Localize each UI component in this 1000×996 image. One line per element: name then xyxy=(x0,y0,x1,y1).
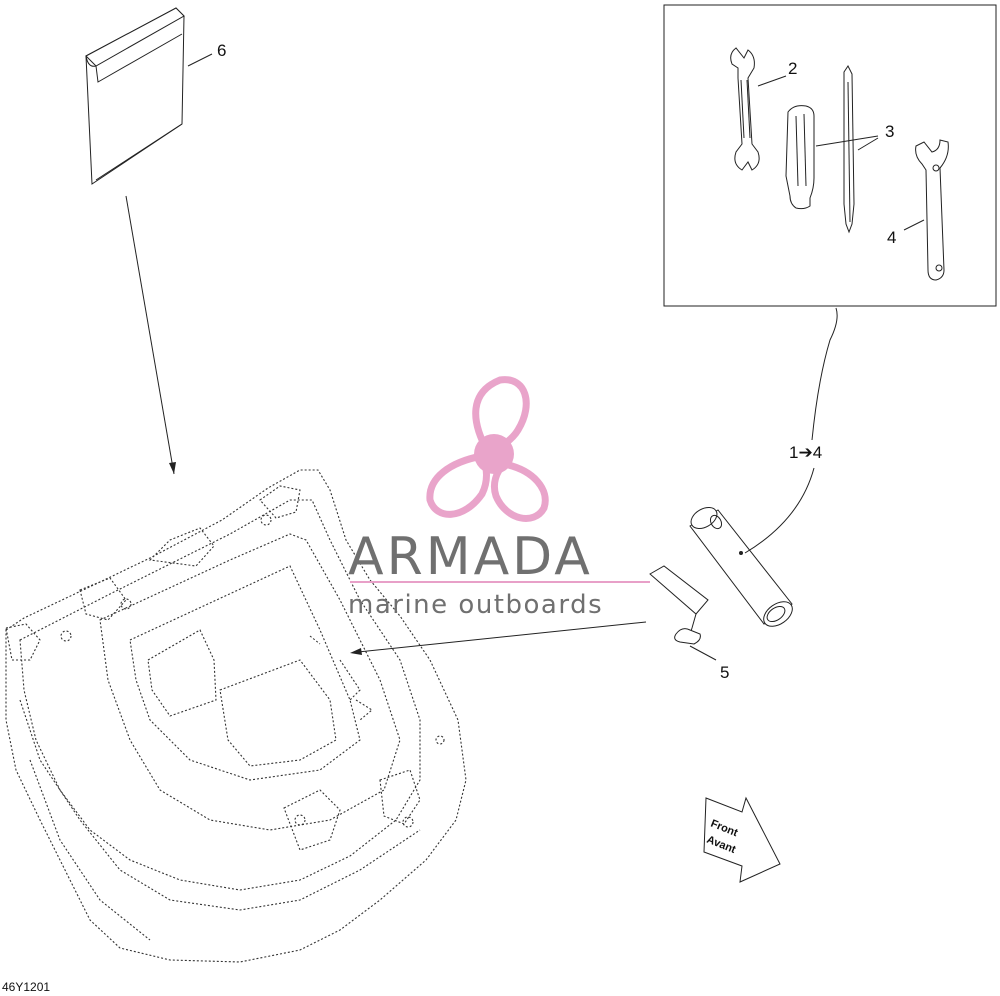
callout-3: 3 xyxy=(885,122,894,141)
watermark-subtitle: marine outboards xyxy=(348,590,603,620)
callout-5: 5 xyxy=(720,663,729,682)
spanner-wrench xyxy=(915,139,949,281)
drawing-code: 46Y1201 xyxy=(2,980,50,994)
callout-6: 6 xyxy=(217,41,226,60)
callout-2: 2 xyxy=(788,59,797,78)
storage-bin xyxy=(5,469,467,963)
propeller-logo xyxy=(426,376,549,522)
front-direction-arrow: Front Avant xyxy=(703,796,781,883)
screwdriver xyxy=(785,65,855,234)
armada-watermark: ARMADA marine outboards xyxy=(348,376,650,620)
watermark-title: ARMADA xyxy=(348,527,593,587)
toolkit-inset: 2 3 4 xyxy=(663,4,997,307)
tool-case: 1➔4 xyxy=(689,307,838,627)
callout-1-4: 1➔4 xyxy=(789,443,822,462)
open-end-wrench xyxy=(730,47,760,171)
callout-4: 4 xyxy=(887,228,896,247)
retaining-clip: 5 xyxy=(350,565,729,682)
document-pouch: 6 xyxy=(85,7,226,475)
